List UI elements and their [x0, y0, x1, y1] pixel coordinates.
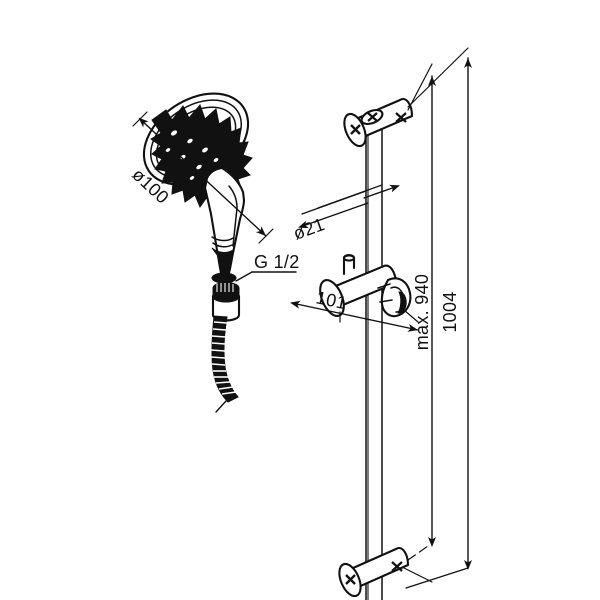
shower-hose — [210, 282, 241, 413]
overall-length-label: 1004 — [440, 291, 460, 332]
handle-outlet — [211, 272, 237, 284]
screw-cross-icon-top — [367, 112, 378, 122]
screw-cross-icon — [350, 124, 361, 135]
dimension-overall-length: 1004 — [405, 47, 472, 589]
x-marker-top — [395, 112, 407, 123]
bar-diameter-label: ø21 — [291, 214, 328, 244]
slider-travel-label: max. 940 — [412, 274, 432, 350]
dimension-thread-size: G 1/2 — [235, 252, 300, 282]
thread-size-label: G 1/2 — [254, 252, 300, 272]
x-marker-bottom — [391, 561, 403, 572]
holder-cradle — [380, 277, 412, 318]
screw-cross-icon-bottom — [345, 574, 356, 585]
bottom-wall-bracket — [338, 546, 433, 598]
dimension-slider-travel: max. 940 — [407, 63, 436, 561]
top-wall-bracket — [343, 97, 414, 148]
slide-bar — [365, 111, 383, 600]
dimension-bracket-projection: 101 — [290, 287, 419, 332]
